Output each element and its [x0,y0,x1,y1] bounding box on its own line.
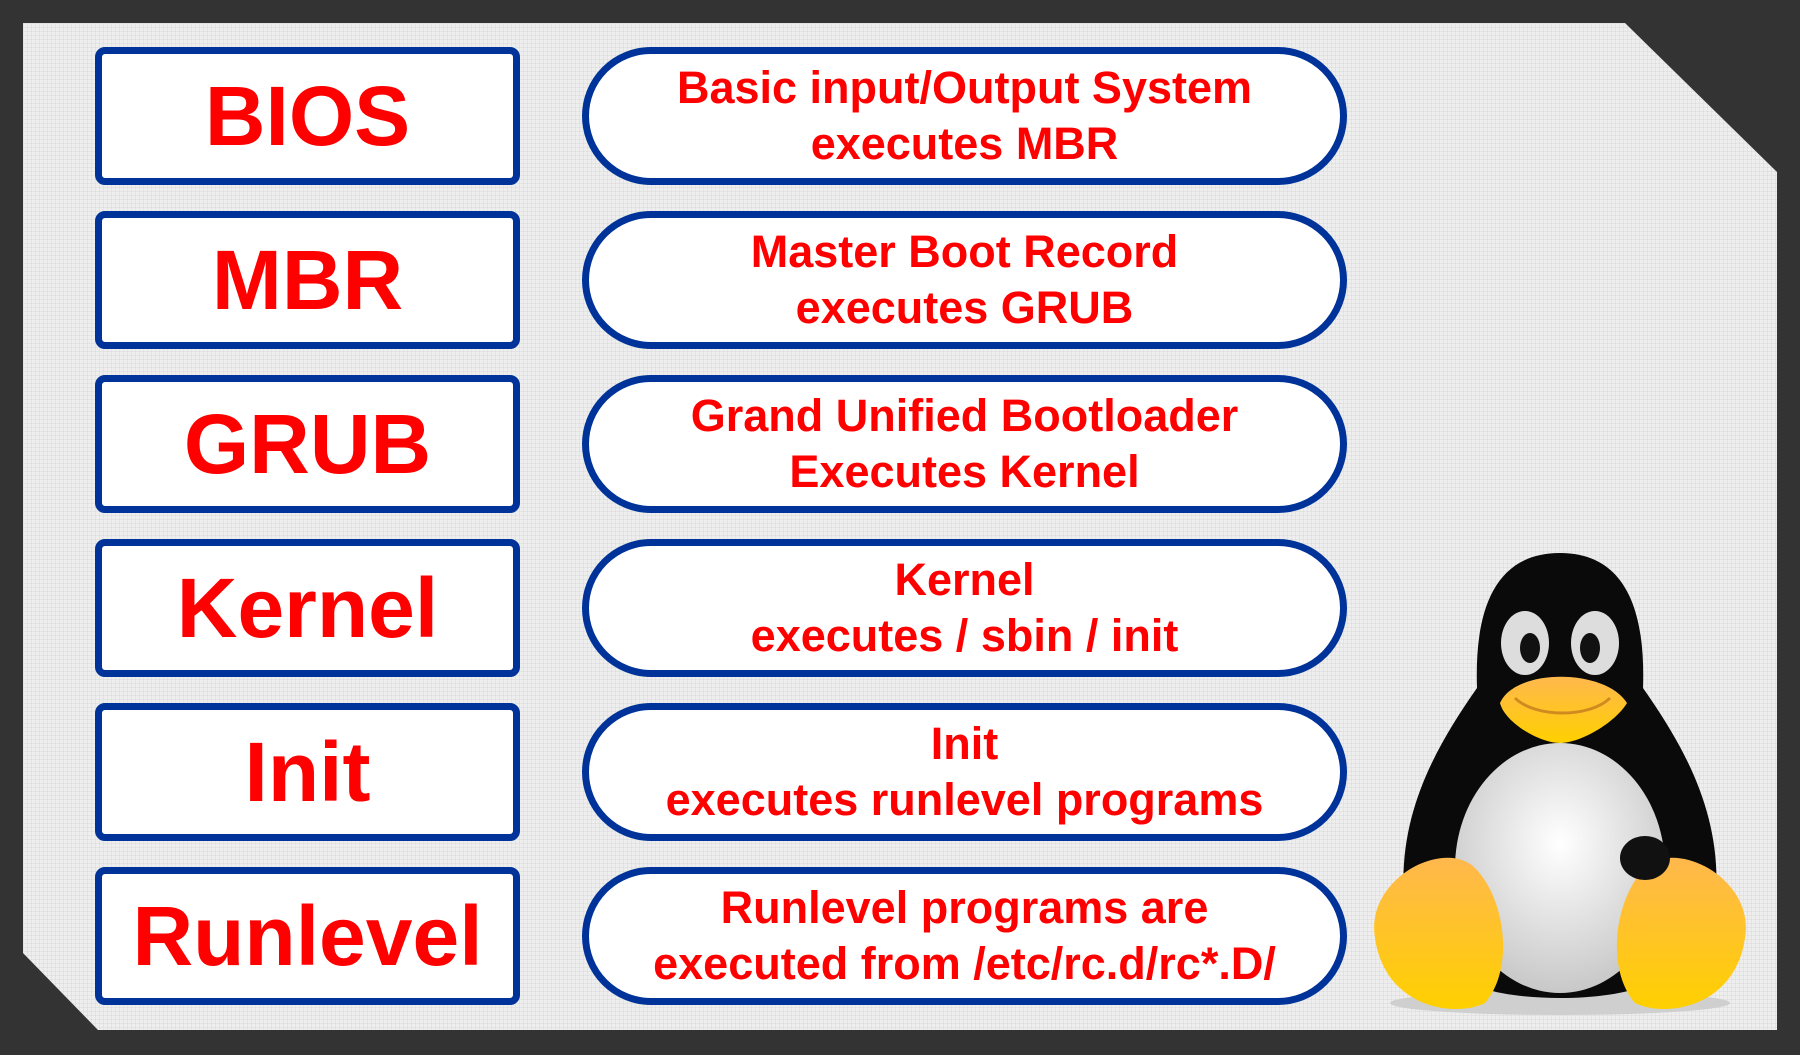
description-line-2: executes / sbin / init [750,610,1179,661]
description-line-1: Basic input/Output System [676,62,1253,113]
description-line-1: Grand Unified Bootloader [690,390,1239,441]
stage-box-runlevel: Runlevel [95,867,520,1005]
description-line-1: Init [930,718,999,769]
description-line-2: executed from /etc/rc.d/rc*.D/ [653,938,1276,989]
stage-name: GRUB [183,396,432,491]
stage-box-grub: GRUB [95,375,520,513]
stage-name: Kernel [176,560,439,655]
description-line-1: Master Boot Record [750,226,1179,277]
stage-name: Init [244,724,371,819]
stage-name: Runlevel [132,888,483,983]
stage-box-kernel: Kernel [95,539,520,677]
stage-box-bios: BIOS [95,47,520,185]
diagram-panel [23,23,1777,1030]
description-line-2: executes runlevel programs [665,774,1264,825]
stage-name: MBR [211,232,404,327]
linux-penguin-icon [1374,553,1746,1015]
stage-box-init: Init [95,703,520,841]
description-line-2: Executes Kernel [789,446,1140,497]
description-line-1: Kernel [894,554,1035,605]
stage-name: BIOS [204,68,411,163]
description-line-2: executes MBR [810,118,1119,169]
description-line-1: Runlevel programs are [720,882,1209,933]
description-line-2: executes GRUB [795,282,1134,333]
stage-box-mbr: MBR [95,211,520,349]
